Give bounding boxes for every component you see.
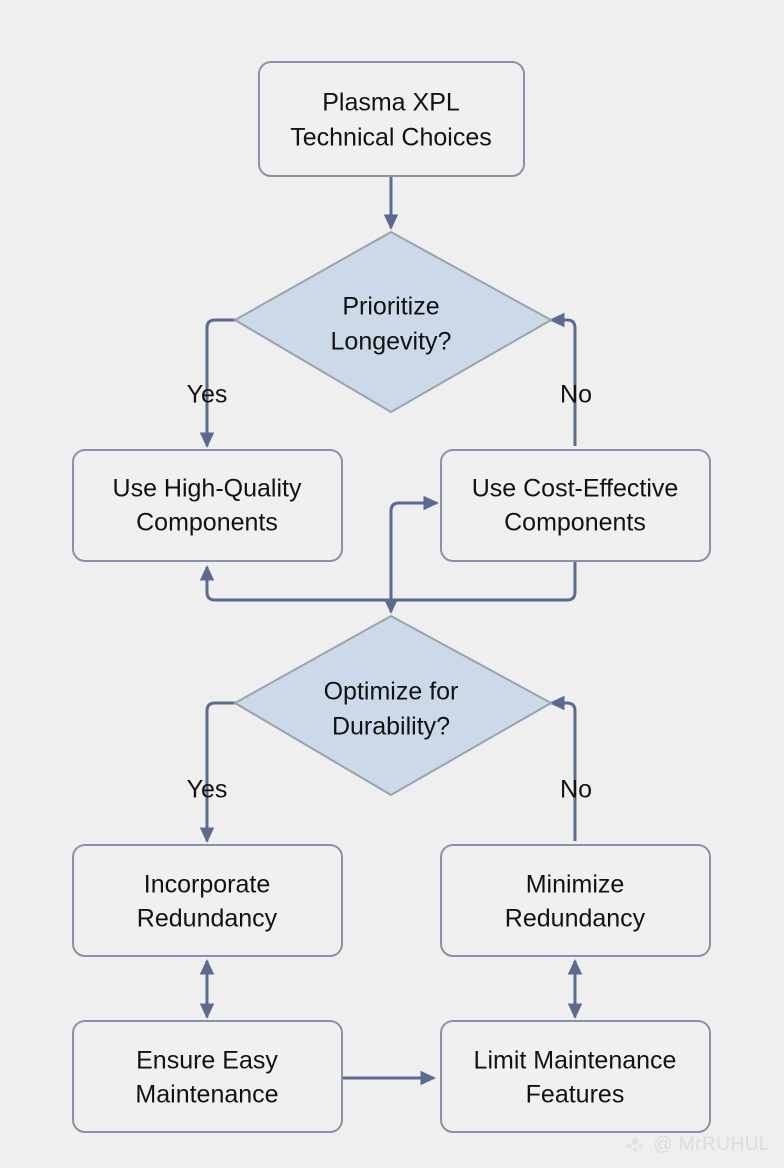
node-use-high-quality-components[interactable]: Use High-Quality Components [72,449,343,562]
node-incorporate-redundancy[interactable]: Incorporate Redundancy [72,844,343,957]
node-start-shape[interactable] [258,61,525,177]
edge-junction-to-high-quality [199,565,393,609]
node-high-quality-label-line1: Use High-Quality [113,475,302,503]
node-incorporate-label-line1: Incorporate [144,871,270,899]
node-decision1-label-line2: Longevity? [331,328,452,356]
node-minimize-shape[interactable] [440,844,711,957]
node-start-label-line1: Plasma XPL [322,89,460,117]
node-start-label-line2: Technical Choices [290,124,492,152]
edge-decision1-yes [199,318,235,448]
edge-decision2-no [549,695,577,841]
branch-label-decision1-no: No [560,381,592,409]
node-cost-effective-shape[interactable] [440,449,711,562]
node-minimize-label-line2: Redundancy [505,905,646,933]
watermark: @ MrRUHUL [624,1134,770,1156]
node-use-cost-effective-components[interactable]: Use Cost-Effective Components [440,449,711,562]
edge-decision1-no [549,312,577,446]
node-start[interactable]: Plasma XPL Technical Choices [258,61,525,177]
node-incorporate-shape[interactable] [72,844,343,957]
node-cost-effective-label-line1: Use Cost-Effective [472,475,679,503]
node-high-quality-shape[interactable] [72,449,343,562]
node-limit-maintenance-shape[interactable] [440,1020,711,1133]
branch-label-decision2-yes: Yes [187,776,228,804]
node-decision2-label-line2: Durability? [332,713,450,741]
node-limit-maintenance-features[interactable]: Limit Maintenance Features [440,1020,711,1133]
node-ensure-easy-shape[interactable] [72,1020,343,1133]
branch-label-decision2-no: No [560,776,592,804]
node-limit-maintenance-label-line2: Features [526,1081,625,1109]
node-decision1-label-line1: Prioritize [342,293,439,321]
node-incorporate-label-line2: Redundancy [137,905,278,933]
node-minimize-label-line1: Minimize [526,871,625,899]
edge-cost-effective-to-junction [389,561,577,612]
edge-junction-to-cost-effective [389,495,439,600]
node-minimize-redundancy[interactable]: Minimize Redundancy [440,844,711,957]
node-high-quality-label-line2: Components [136,509,278,537]
branch-label-decision1-yes: Yes [187,381,228,409]
watermark-handle: @ MrRUHUL [653,1134,770,1155]
node-limit-maintenance-label-line1: Limit Maintenance [474,1047,677,1075]
node-decision1-shape[interactable] [232,230,554,414]
edge-decision2-yes [199,701,235,843]
node-decision-prioritize-longevity[interactable]: Prioritize Longevity? [232,230,554,414]
node-cost-effective-label-line2: Components [504,509,646,537]
node-decision2-shape[interactable] [232,614,554,797]
watermark-diamond-logo-icon [624,1134,646,1156]
node-decision2-label-line1: Optimize for [324,678,459,706]
node-decision-optimize-durability[interactable]: Optimize for Durability? [232,614,554,797]
node-ensure-easy-maintenance[interactable]: Ensure Easy Maintenance [72,1020,343,1133]
node-ensure-easy-label-line1: Ensure Easy [136,1047,278,1075]
node-ensure-easy-label-line2: Maintenance [135,1081,278,1109]
